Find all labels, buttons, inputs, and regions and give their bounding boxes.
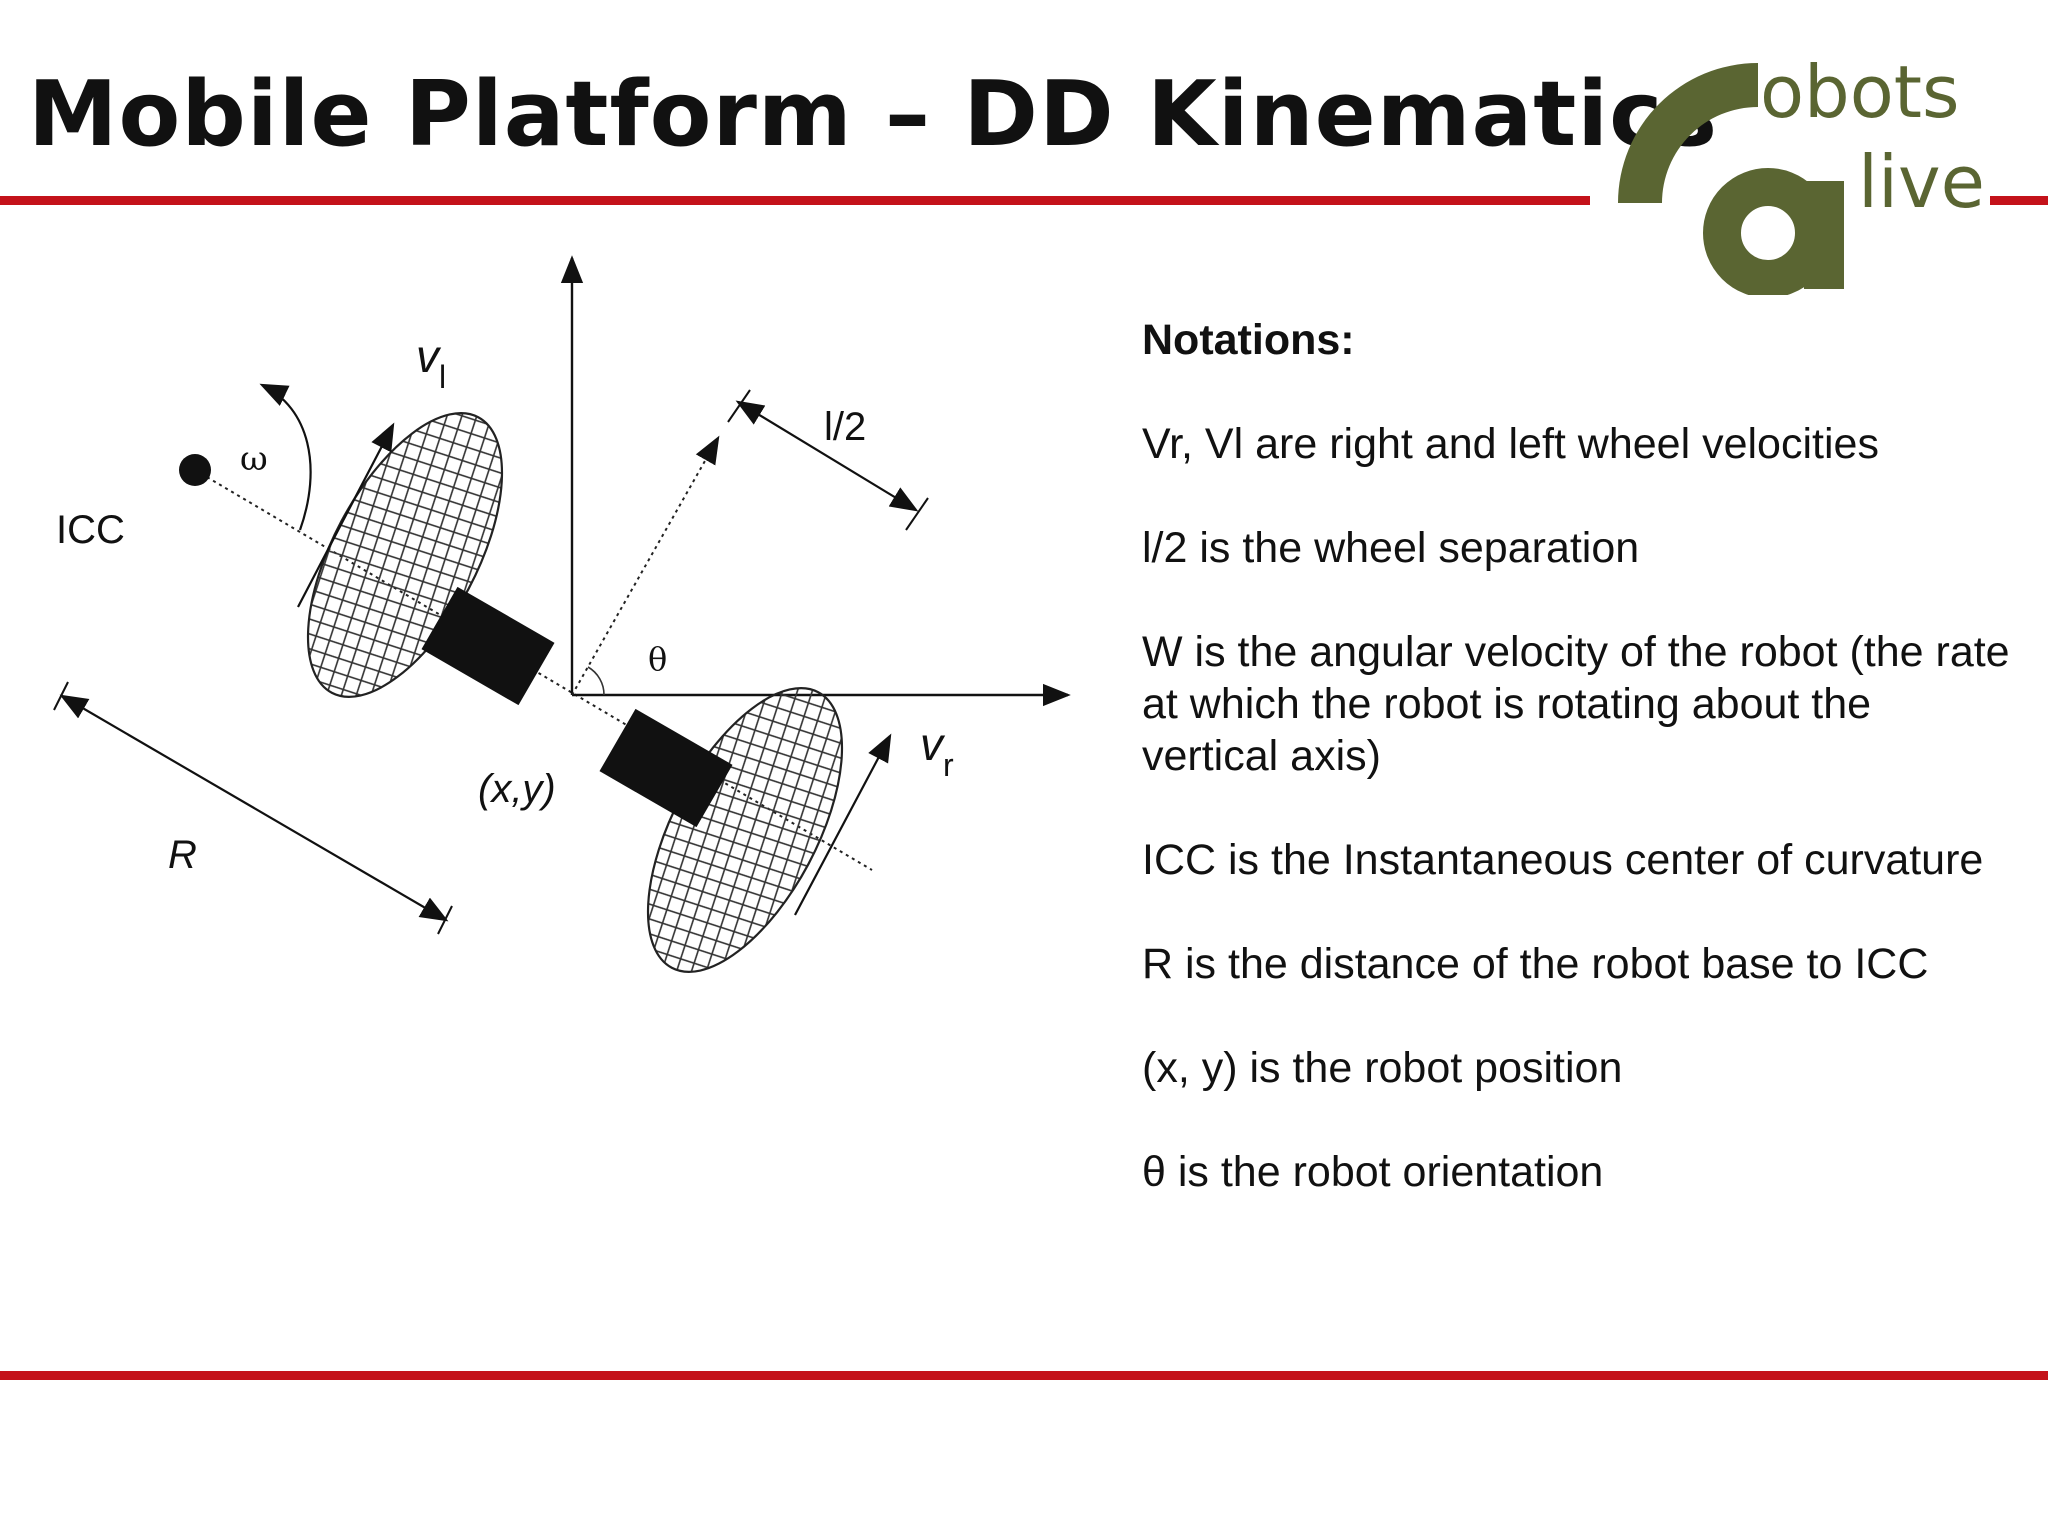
r-dimension-arrow [59, 694, 449, 922]
vl-label: vl [416, 330, 446, 395]
half-l-tick-start [727, 389, 751, 423]
logo-text-bottom: live [1858, 140, 1985, 224]
half-l-tick-end [905, 497, 929, 531]
left-velocity-arrow [297, 422, 395, 608]
heading-dotted-line [571, 435, 720, 696]
logo-text-top: obots [1760, 55, 1960, 134]
right-velocity-arrow [794, 733, 892, 916]
notations-heading: Notations: [1142, 316, 1355, 364]
footer-rule [0, 1371, 2048, 1380]
robots-alive-logo: obots live [1618, 55, 1985, 295]
left-wheel [306, 412, 504, 698]
logo-a-stem [1804, 181, 1844, 289]
r-tick-start [53, 681, 69, 711]
notation-wheel-velocities: Vr, Vl are right and left wheel velociti… [1142, 420, 1879, 468]
logo-a-bowl [1703, 168, 1833, 295]
notations-panel: Notations: Vr, Vl are right and left whe… [1142, 314, 2012, 1250]
left-wheel-hub [421, 586, 555, 706]
title-underline [0, 196, 1590, 205]
r-label: R [168, 833, 197, 877]
theta-arc [587, 666, 605, 696]
half-l-label: l/2 [824, 405, 866, 449]
r-tick-end [437, 905, 453, 935]
icc-point [179, 454, 211, 486]
notation-wheel-separation: l/2 is the wheel separation [1142, 524, 1640, 572]
omega-arrow [259, 383, 312, 531]
title-underline-right [1990, 196, 2048, 205]
right-wheel-hub [599, 708, 733, 828]
notation-angular-velocity: W is the angular velocity of the robot (… [1142, 628, 2010, 780]
icc-label: ICC [56, 508, 125, 552]
notation-icc: ICC is the Instantaneous center of curva… [1142, 836, 1984, 884]
notation-radius: R is the distance of the robot base to I… [1142, 940, 1929, 988]
vr-label: vr [920, 718, 954, 783]
theta-label: θ [648, 640, 667, 678]
right-wheel [646, 687, 844, 973]
omega-label: ω [240, 439, 268, 479]
logo-arc-mark [1618, 63, 1758, 203]
dd-kinematics-diagram: ICC ω vl l/2 θ vr (x,y) R [53, 255, 1071, 973]
xy-label: (x,y) [478, 767, 556, 811]
slide-title: Mobile Platform – DD Kinematics [28, 62, 1719, 167]
notation-orientation: θ is the robot orientation [1142, 1148, 1604, 1196]
notation-position: (x, y) is the robot position [1142, 1044, 1623, 1092]
half-l-dimension-arrow [735, 400, 919, 512]
